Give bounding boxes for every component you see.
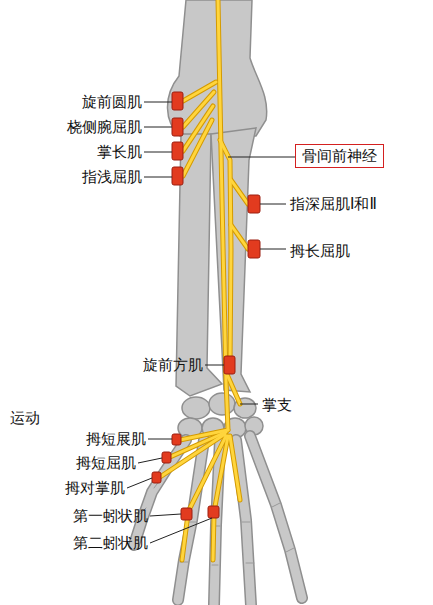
median-nerve (160, 0, 248, 560)
muscle-label: 掌支 (262, 396, 292, 414)
muscle-label: 旋前方肌 (143, 356, 203, 374)
muscle-label: 拇对掌肌 (65, 479, 125, 497)
muscle-label: 拇短屈肌 (76, 454, 136, 472)
nerve-name-box: 骨间前神经 (295, 144, 384, 168)
leader-lines (127, 102, 295, 543)
nerve-name: 骨间前神经 (302, 147, 377, 165)
muscle-label: 拇短展肌 (86, 430, 146, 448)
muscle-label: 桡侧腕屈肌 (67, 118, 142, 136)
muscle-label: 第二蚓状肌 (73, 534, 148, 552)
muscle-markers (152, 92, 260, 520)
muscle-label: 运动 (10, 409, 40, 427)
muscle-label: 第一蚓状肌 (73, 507, 148, 525)
muscle-label: 拇长屈肌 (290, 242, 350, 260)
muscle-label: 掌长肌 (97, 143, 142, 161)
muscle-label: 指浅屈肌 (82, 168, 142, 186)
muscle-label: 指深屈肌Ⅰ和Ⅱ (290, 195, 377, 213)
finger-bones (134, 436, 302, 605)
muscle-label: 旋前圆肌 (82, 93, 142, 111)
